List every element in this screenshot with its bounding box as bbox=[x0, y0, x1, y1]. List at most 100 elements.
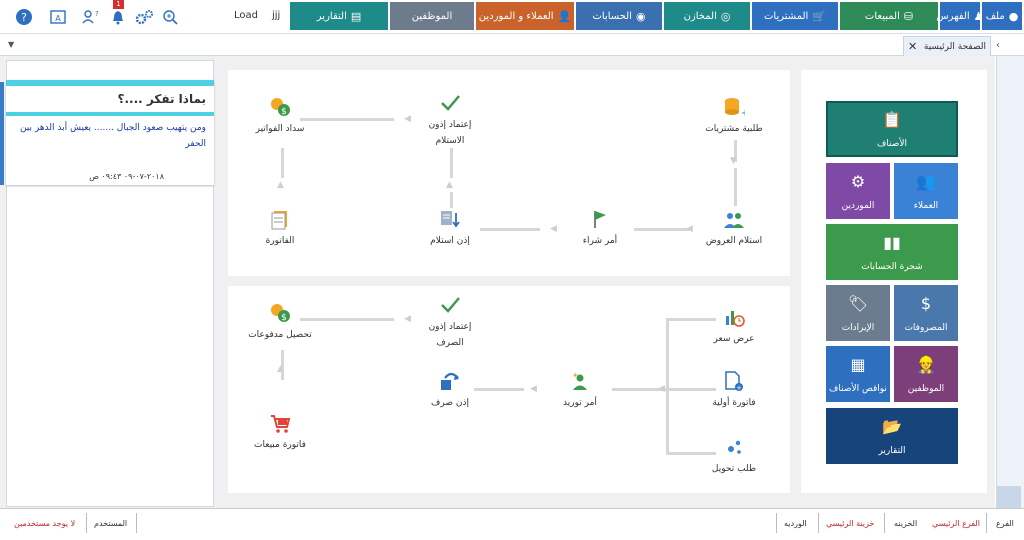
node-approve-receipt[interactable]: إعتماد إذون الاستلام bbox=[410, 92, 490, 146]
node-pay-bills[interactable]: $ سداد الفواتير bbox=[240, 96, 320, 134]
node-label: فاتورة مبيعات bbox=[254, 440, 306, 450]
tile-customers[interactable]: 👥العملاء bbox=[894, 163, 958, 219]
document-add-icon: + bbox=[723, 370, 745, 392]
tile-revenues[interactable]: 🏷الإيرادات bbox=[826, 285, 890, 341]
tile-label: نواقص الأصناف bbox=[829, 383, 887, 394]
node-label: إذن صرف bbox=[431, 398, 469, 408]
language-icon[interactable]: A bbox=[48, 7, 68, 27]
tile-items[interactable]: 📋 الأصناف bbox=[826, 101, 958, 157]
node-label: سداد الفواتير bbox=[255, 124, 305, 134]
tile-shortages[interactable]: ▦نواقص الأصناف bbox=[826, 346, 890, 402]
node-receive-offers[interactable]: استلام العروض bbox=[694, 208, 774, 246]
check-icon bbox=[439, 294, 461, 316]
coins-icon: $ bbox=[269, 96, 291, 118]
check-icon bbox=[439, 92, 461, 114]
status-separator bbox=[86, 513, 87, 533]
nav-reports[interactable]: ▤التقارير bbox=[290, 2, 388, 30]
node-label: أمر توريد bbox=[563, 398, 597, 408]
nav-accounts-label: الحسابات bbox=[592, 10, 632, 22]
node-collect-payments[interactable]: $ تحصيل مدفوعات bbox=[240, 302, 320, 340]
worker-icon: 👷 bbox=[916, 354, 936, 374]
tile-label: شجرة الحسابات bbox=[861, 261, 923, 272]
bell-icon[interactable] bbox=[108, 7, 128, 27]
tile-chart-of-accounts[interactable]: ▮▮شجرة الحسابات bbox=[826, 224, 958, 280]
tile-employees[interactable]: 👷الموظفين bbox=[894, 346, 958, 402]
node-sales-invoice[interactable]: فاتورة مبيعات bbox=[240, 412, 320, 450]
nav-purchases[interactable]: 🛒المشتريات bbox=[752, 2, 838, 30]
node-label: الفاتورة bbox=[265, 236, 295, 246]
status-branch-label: الفرع bbox=[996, 519, 1014, 528]
svg-text:+: + bbox=[741, 108, 745, 118]
node-receipt-permit[interactable]: إذن استلام bbox=[410, 208, 490, 246]
chevron-down-icon[interactable]: ▼ bbox=[8, 40, 15, 49]
tile-suppliers[interactable]: ⚙الموردين bbox=[826, 163, 890, 219]
status-safe-label: الخزينه bbox=[894, 519, 918, 528]
nav-file[interactable]: ●ملف bbox=[982, 2, 1022, 30]
database-add-icon: + bbox=[723, 96, 745, 118]
node-label: إذن استلام bbox=[430, 236, 470, 246]
nav-customers-suppliers[interactable]: 👤العملاء و الموردين bbox=[476, 2, 574, 30]
scrollbar[interactable] bbox=[996, 56, 1024, 508]
coins-icon: $ bbox=[920, 293, 932, 313]
node-issue-permit[interactable]: إذن صرف bbox=[410, 370, 490, 408]
status-shift-label: الورديه bbox=[784, 519, 807, 528]
nav-catalog[interactable]: ♟الفهرس bbox=[936, 2, 984, 30]
invoice-icon bbox=[269, 208, 291, 230]
coins-icon: ◉ bbox=[635, 9, 646, 23]
settings-icon[interactable] bbox=[134, 7, 154, 27]
node-label: استلام العروض bbox=[705, 236, 763, 246]
node-purchase-order[interactable]: أمر شراء bbox=[560, 208, 640, 246]
status-separator bbox=[776, 513, 777, 533]
status-bar: الفرع الفرع الرئيسي الخزينه خزينة الرئيس… bbox=[0, 508, 1024, 540]
tile-label: التقارير bbox=[878, 445, 906, 456]
svg-text:$: $ bbox=[281, 313, 287, 323]
clipboard-icon: 📋 bbox=[882, 109, 902, 129]
tile-label: الإيرادات bbox=[841, 322, 875, 333]
nav-purchases-label: المشتريات bbox=[764, 10, 809, 22]
svg-text:?: ? bbox=[95, 10, 98, 18]
zoom-icon[interactable] bbox=[160, 7, 180, 27]
nav-employees[interactable]: الموظفين bbox=[390, 2, 474, 30]
node-label: فاتورة أولية bbox=[712, 398, 756, 408]
tile-expenses[interactable]: $المصروفات bbox=[894, 285, 958, 341]
status-safe-value: خزينة الرئيسي bbox=[826, 519, 875, 528]
connector bbox=[666, 452, 716, 455]
tile-reports[interactable]: 📂 التقارير bbox=[826, 408, 958, 464]
thought-time: ٢٠١٨-٠٧-٠٩ ٠٩:٤٣ ص bbox=[89, 172, 164, 181]
connector bbox=[300, 318, 394, 321]
help-icon[interactable]: ? bbox=[14, 7, 34, 27]
node-price-quote[interactable]: عرض سعر bbox=[694, 306, 774, 344]
folder-open-icon: 📂 bbox=[882, 416, 902, 436]
arrow-up-icon: ▲ bbox=[446, 180, 453, 190]
users-gear-icon: ⚙ bbox=[850, 171, 866, 191]
connector bbox=[734, 168, 737, 206]
node-purchase-request[interactable]: + طلبية مشتريات bbox=[694, 96, 774, 134]
user-label: jjj bbox=[272, 10, 281, 21]
arrow-left-icon: ◀ bbox=[658, 384, 665, 394]
node-label: عرض سعر bbox=[713, 334, 755, 344]
status-separator bbox=[884, 513, 885, 533]
arrow-left-icon: ◀ bbox=[686, 224, 693, 234]
close-icon[interactable]: ✕ bbox=[908, 40, 918, 53]
scroll-thumb[interactable] bbox=[997, 486, 1021, 508]
node-approve-issue[interactable]: إعتماد إذون الصرف bbox=[410, 294, 490, 348]
sales-icon: ⛁ bbox=[903, 9, 914, 23]
user-question-icon[interactable]: ? bbox=[80, 7, 100, 27]
tab-home[interactable]: ✕ الصفحة الرئيسية bbox=[903, 36, 991, 56]
node-supply-order[interactable]: ✶ أمر توريد bbox=[540, 370, 620, 408]
users-icon bbox=[723, 208, 745, 230]
nav-warehouses[interactable]: ◎المخازن bbox=[664, 2, 750, 30]
node-label: طلبية مشتريات bbox=[705, 124, 763, 134]
node-invoice[interactable]: الفاتورة bbox=[240, 208, 320, 246]
node-transfer-request[interactable]: طلب تحويل bbox=[694, 436, 774, 474]
chart-clock-icon bbox=[723, 306, 745, 328]
nav-accounts[interactable]: ◉الحسابات bbox=[576, 2, 662, 30]
arrow-left-icon: ◀ bbox=[404, 314, 411, 324]
cart-icon: 🛒 bbox=[812, 9, 827, 23]
tile-label: الأصناف bbox=[876, 138, 908, 149]
nav-sales[interactable]: ⛁المبيعات bbox=[840, 2, 938, 30]
person-icon: 👤 bbox=[557, 9, 572, 23]
node-proforma[interactable]: + فاتورة أولية bbox=[694, 370, 774, 408]
connector bbox=[612, 388, 716, 391]
chevron-left-icon[interactable]: ‹ bbox=[996, 40, 1000, 51]
